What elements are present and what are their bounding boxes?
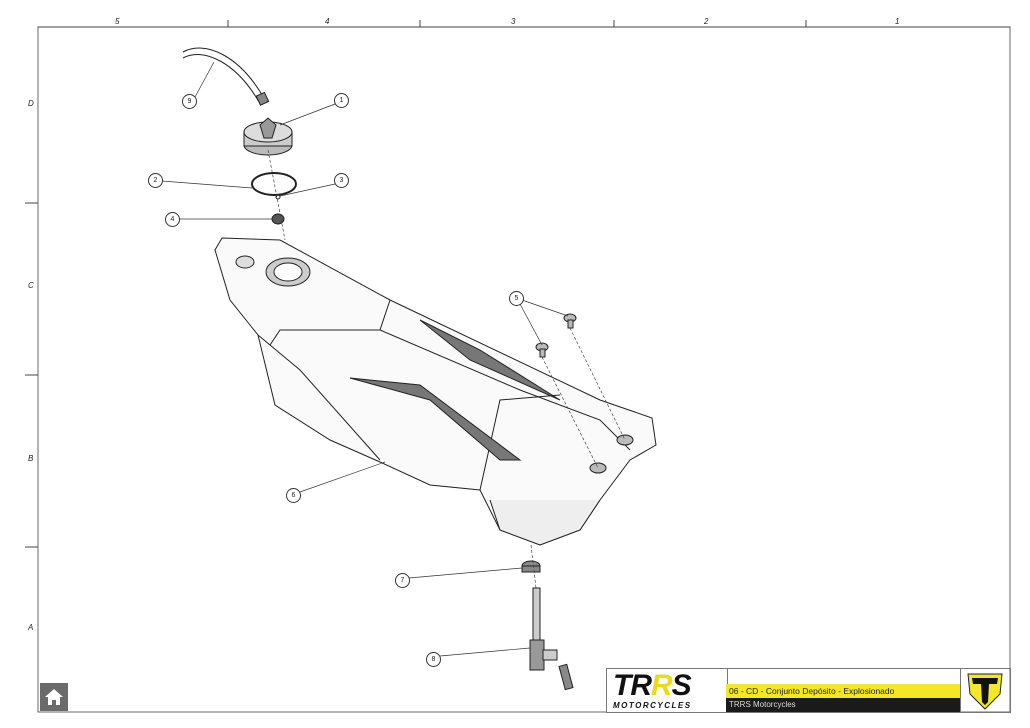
shield-emblem-icon [967,673,1003,710]
balloon-5: 5 [509,291,524,306]
balloon-6: 6 [286,488,301,503]
home-icon [45,689,63,705]
row-label: A [28,623,34,632]
balloon-leaders [161,61,569,657]
screw-parts [535,313,577,358]
row-label: C [28,281,34,290]
row-label: D [28,99,34,108]
o-ring-part [251,172,297,196]
balloon-9: 9 [182,94,197,109]
hose-part [182,47,270,106]
balloon-1: 1 [334,93,349,108]
drawing-title: 06 - CD - Conjunto Depósito - Explosiona… [726,684,960,698]
column-label: 4 [325,17,330,26]
clamp-part [521,560,541,573]
balloon-2: 2 [148,173,163,188]
column-label: 3 [511,17,516,26]
logo-sub: MOTORCYCLES [613,701,692,710]
filler-cap-part [243,117,293,156]
trrs-logo: TRRS MOTORCYCLES [606,668,728,713]
trrs-emblem [960,668,1011,713]
column-label: 5 [115,17,120,26]
logo-main: TRRS [613,669,692,702]
balloon-8: 8 [426,652,441,667]
home-button[interactable] [40,683,68,711]
valve-part [271,213,285,225]
row-label: B [28,454,34,463]
column-label: 1 [895,17,900,26]
balloon-3: 3 [334,173,349,188]
balloon-7: 7 [395,573,410,588]
column-label: 2 [704,17,709,26]
drawing-frame [25,20,1011,713]
balloon-4: 4 [165,212,180,227]
fuel-tap-part [529,587,574,691]
title-block: 06 - CD - Conjunto Depósito - Explosiona… [726,668,961,713]
fuel-tank-part [214,237,657,546]
company-name: TRRS Motorcycles [726,698,960,712]
